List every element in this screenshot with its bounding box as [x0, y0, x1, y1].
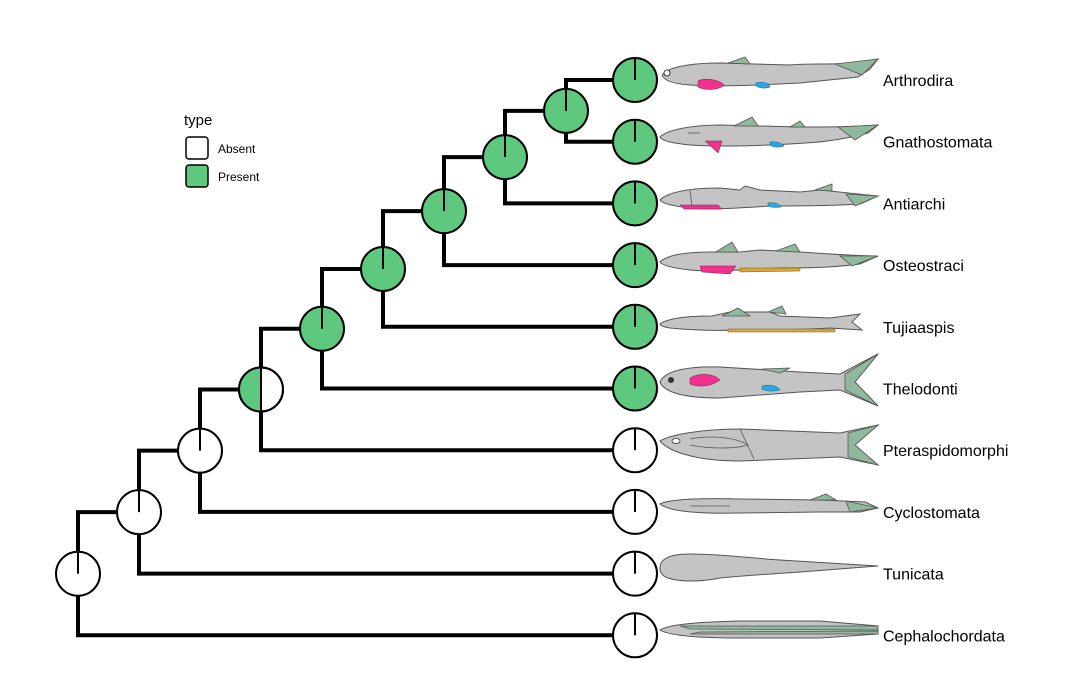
- shark-icon: [659, 116, 880, 154]
- tip-pie-pteraspidomorphi: [612, 427, 658, 474]
- taxon-label-pteraspidomorphi: Pteraspidomorphi: [883, 443, 1008, 460]
- branch: [137, 510, 637, 576]
- legend-label-present: Present: [218, 170, 260, 184]
- node-pie-n7: [421, 188, 467, 235]
- pteraspid-fish-icon: [659, 424, 880, 466]
- branch: [381, 266, 637, 329]
- tree-nodes: [55, 57, 658, 659]
- node-pie-n8: [482, 134, 528, 181]
- node-pie-n5: [299, 305, 345, 352]
- taxon-labels: ArthrodiraGnathostomataAntiarchiOsteostr…: [883, 73, 1008, 645]
- lancelet-icon: [659, 620, 879, 639]
- tip-pie-cyclostomata: [612, 488, 658, 535]
- tip-pie-cephalochordata: [612, 612, 658, 659]
- tip-pie-tujiaaspis: [612, 303, 658, 350]
- node-pie-n4: [238, 366, 284, 413]
- placoderm-fish-icon: [661, 56, 880, 90]
- node-pie-n2: [116, 489, 162, 536]
- branch: [442, 209, 637, 268]
- taxon-label-osteostraci: Osteostraci: [883, 258, 964, 275]
- thelodont-fish-icon: [659, 353, 879, 407]
- legend-label-absent: Absent: [218, 142, 256, 156]
- osteostracan-fish-icon: [659, 241, 879, 275]
- legend-key-present: [185, 164, 209, 188]
- tip-pie-gnathostomata: [612, 118, 658, 165]
- taxon-label-tujiaaspis: Tujiaaspis: [883, 320, 954, 337]
- node-pie-n9: [543, 87, 589, 134]
- branch: [259, 387, 637, 453]
- taxon-label-arthrodira: Arthrodira: [883, 73, 953, 90]
- tip-pie-osteostraci: [612, 242, 658, 289]
- legend-key-absent: [185, 136, 209, 160]
- tunicate-larva-icon: [659, 553, 879, 582]
- taxon-silhouettes: [659, 56, 880, 639]
- lamprey-icon: [659, 493, 880, 514]
- tip-pie-tunicata: [612, 550, 658, 597]
- node-pie-root: [55, 550, 101, 597]
- taxon-label-cephalochordata: Cephalochordata: [883, 628, 1005, 645]
- tree-branches: [76, 78, 637, 638]
- tip-pie-arthrodira: [612, 57, 658, 103]
- legend-title: type: [184, 112, 212, 129]
- branch: [76, 571, 637, 638]
- tujiaaspis-fish-icon: [659, 305, 864, 333]
- taxon-label-antiarchi: Antiarchi: [883, 196, 945, 213]
- tip-pie-thelodonti: [612, 365, 658, 412]
- branch: [320, 326, 637, 391]
- taxon-label-thelodonti: Thelodonti: [883, 382, 958, 399]
- taxon-label-tunicata: Tunicata: [883, 567, 944, 584]
- branch: [198, 448, 637, 514]
- antiarch-fish-icon: [659, 183, 880, 210]
- taxon-label-gnathostomata: Gnathostomata: [883, 135, 993, 152]
- node-pie-n3: [177, 427, 223, 474]
- tip-pie-antiarchi: [612, 180, 658, 227]
- node-pie-n6: [360, 245, 406, 292]
- legend: type Absent Present: [184, 112, 260, 188]
- taxon-label-cyclostomata: Cyclostomata: [883, 505, 980, 522]
